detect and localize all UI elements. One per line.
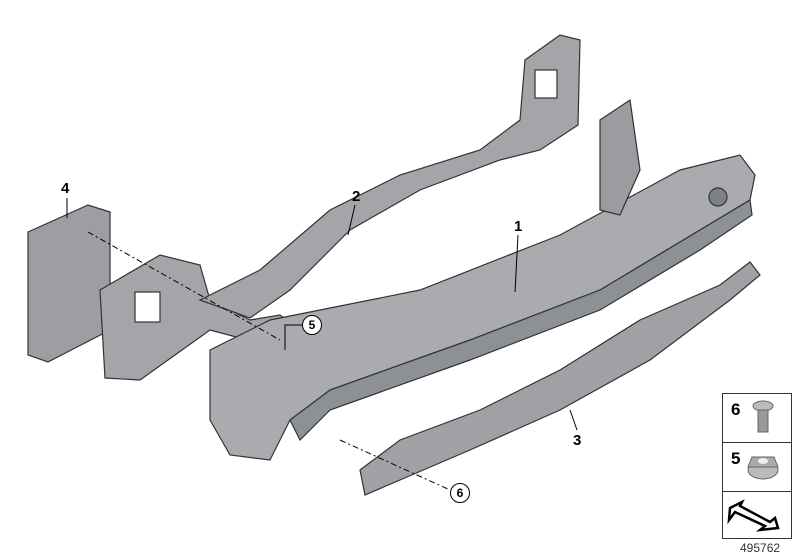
callout-2: 2: [352, 188, 361, 205]
callout-4: 4: [61, 180, 70, 197]
leader-lines: [66, 198, 578, 491]
callout-3: 3: [573, 432, 582, 449]
flange-nut-icon: [747, 456, 779, 480]
part-2-bracket: [99, 34, 581, 381]
push-rivet-icon: [752, 400, 774, 433]
callout-5: 5: [302, 315, 322, 335]
legend-item-6: 6: [723, 394, 791, 443]
legend-number: 6: [731, 400, 741, 419]
part-3-deflector: [359, 261, 761, 496]
parts-legend: 6 5: [722, 393, 792, 539]
part-1-bumper-beam: [209, 98, 756, 461]
legend-item-arrow: [723, 492, 791, 538]
callout-6: 6: [450, 483, 470, 503]
part-4-plate: [27, 204, 111, 363]
legend-item-5: 5: [723, 443, 791, 492]
callout-1: 1: [514, 218, 523, 235]
legend-number: 5: [731, 449, 741, 468]
direction-arrow-icon: [727, 499, 780, 532]
diagram-id: 495762: [740, 541, 781, 555]
